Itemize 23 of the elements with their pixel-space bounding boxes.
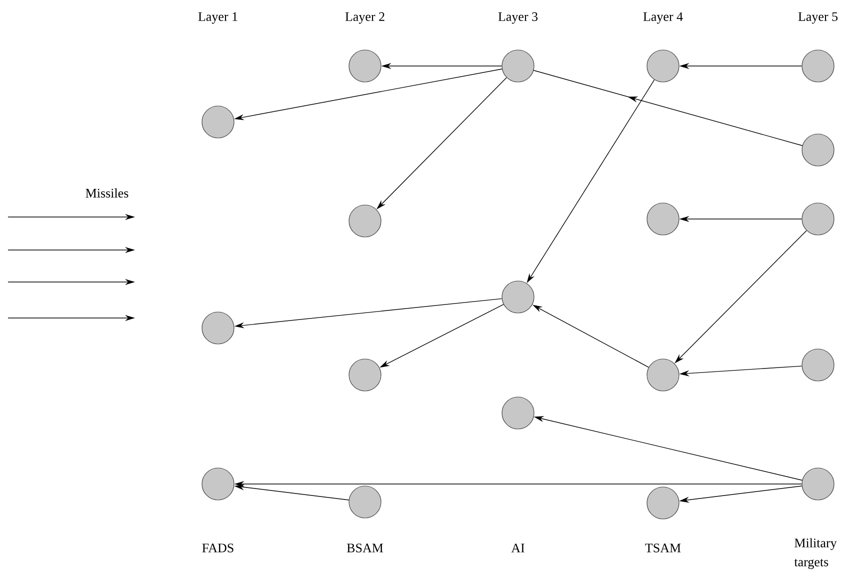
circle-node xyxy=(502,396,534,430)
circle-node xyxy=(802,134,834,166)
circle-node xyxy=(802,348,834,382)
circle-node xyxy=(348,358,382,392)
axis-label: AI xyxy=(511,544,524,552)
circle-node xyxy=(802,202,834,236)
circle-node xyxy=(502,50,534,82)
circle-node xyxy=(348,204,382,238)
circle-node xyxy=(802,50,834,82)
circle-node xyxy=(202,106,234,138)
axis-label: Layer 1 xyxy=(198,12,238,24)
circle-node xyxy=(646,202,680,236)
arrow xyxy=(533,70,803,146)
circle-node xyxy=(646,50,680,82)
circle-node xyxy=(502,280,534,314)
circle-node xyxy=(202,468,234,500)
circle-node xyxy=(202,312,234,344)
circle-node xyxy=(348,486,382,518)
circle-node xyxy=(646,486,680,520)
circle-node xyxy=(646,358,680,392)
circle-node xyxy=(802,468,834,500)
axis-label: Missiles xyxy=(86,188,128,198)
circle-node xyxy=(348,50,382,82)
